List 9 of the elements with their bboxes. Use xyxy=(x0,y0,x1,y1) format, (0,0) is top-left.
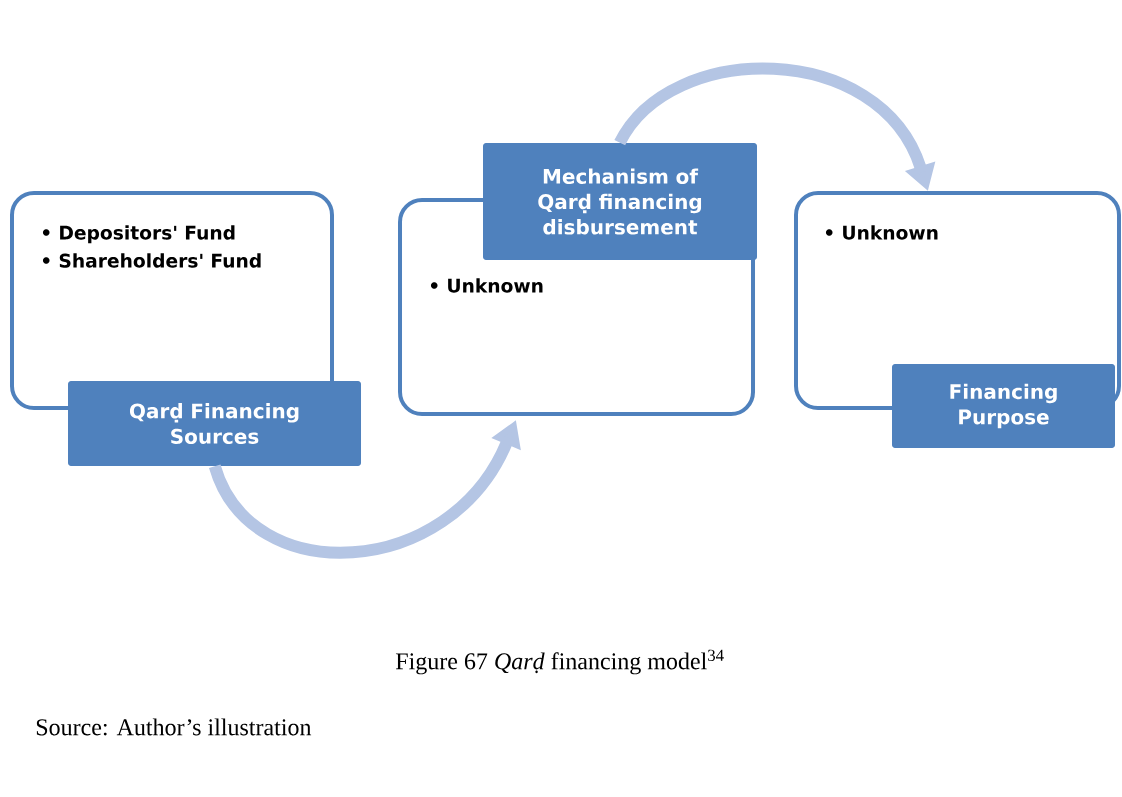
title-box: Qarḍ Financing Sources xyxy=(68,381,361,466)
source-note: Source: Author’s illustration xyxy=(36,718,312,736)
figure-caption: Figure 67 Qarḍ financing model$^{34}$ xyxy=(395,649,724,675)
title-box: Financing Purpose xyxy=(892,364,1115,448)
bullet-item: • Depositors' Fund xyxy=(42,225,235,244)
bullet-item: • Shareholders' Fund xyxy=(42,253,261,268)
title-box: Mechanism of Qarḍ financing disbursement xyxy=(483,143,757,260)
bullet-item: • Unknown xyxy=(825,225,938,240)
bullet-item: • Unknown xyxy=(430,278,543,293)
